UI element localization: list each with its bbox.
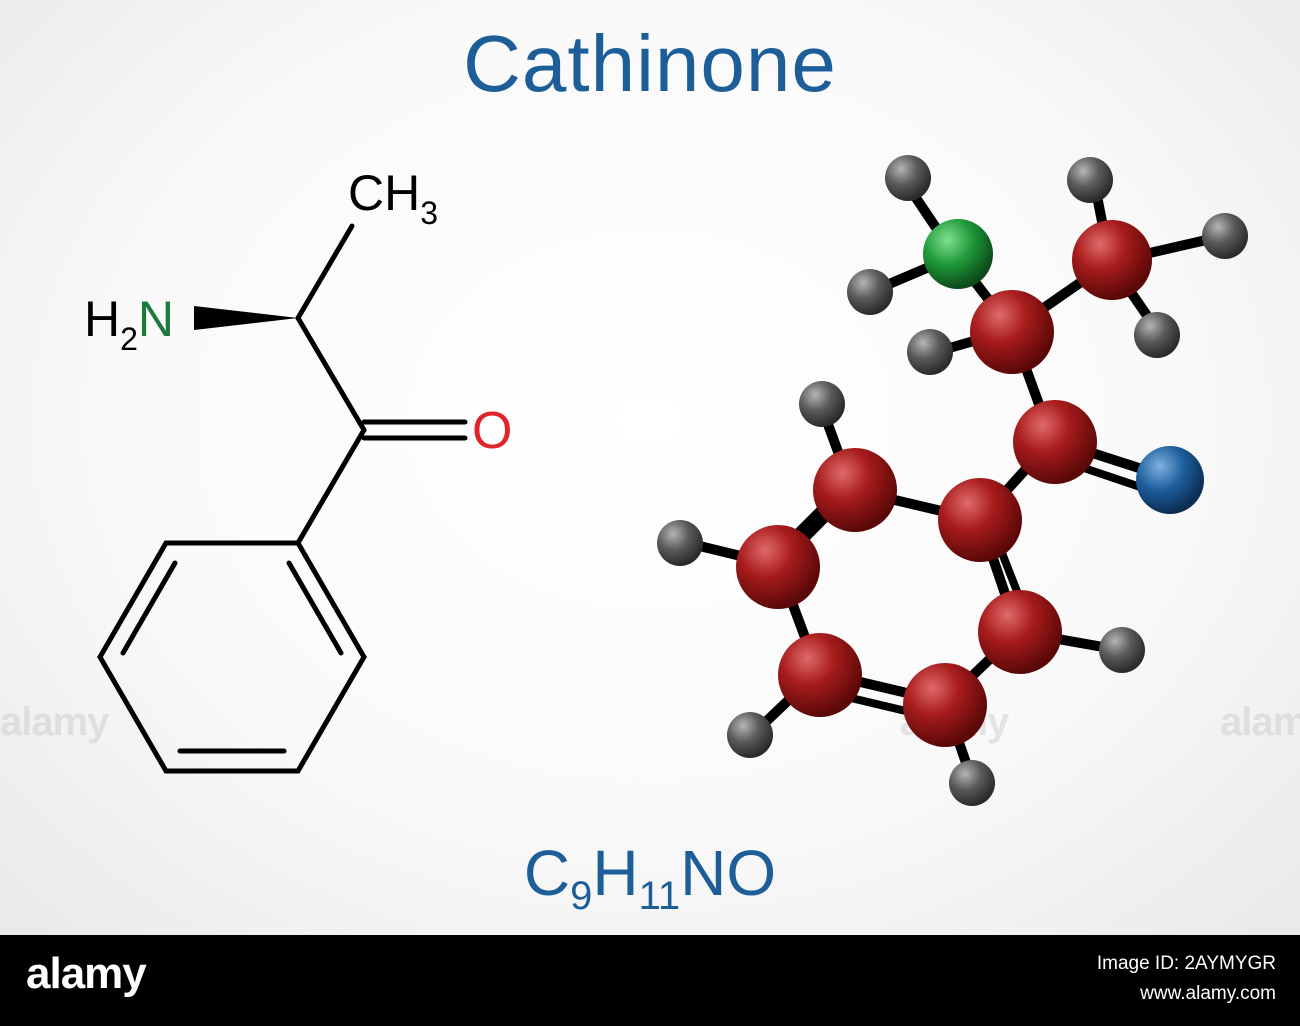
carbon-atom-ring — [778, 633, 862, 717]
hydrogen-atom — [1099, 627, 1145, 673]
hydrogen-atom — [1202, 213, 1248, 259]
hydrogen-atom — [1067, 157, 1113, 203]
bond-ch3 — [295, 223, 355, 321]
hydrogen-atom — [799, 381, 845, 427]
molecular-formula: C9H11NO — [523, 837, 777, 918]
hydrogen-atom — [1134, 312, 1180, 358]
ring-double-1 — [286, 560, 344, 656]
nitrogen-label: N — [138, 291, 174, 347]
carbon-atom-carbonyl — [1013, 400, 1097, 484]
skeletal-formula — [97, 223, 468, 774]
carbon-atom-ring — [903, 663, 987, 747]
hydrogen-atom — [727, 712, 773, 758]
image-id: Image ID: 2AYMYGR — [1096, 953, 1276, 974]
carbon-atom-methyl — [1072, 220, 1152, 300]
ring-double-3 — [120, 560, 178, 656]
carbon-atom-alpha — [970, 290, 1054, 374]
ball-and-stick-atoms — [657, 155, 1248, 806]
watermark-left: alamy — [0, 700, 109, 744]
carbon-atom-ring — [736, 525, 820, 609]
hydrogen-atom — [657, 520, 703, 566]
nh2-label: H2N — [84, 291, 174, 357]
molecule-diagram: CH3 H2N O — [84, 155, 1248, 806]
bond-carbonyl-ring — [295, 427, 367, 546]
oxygen-label: O — [472, 402, 512, 460]
hydrogen-atom — [907, 329, 953, 375]
ring-benzene — [97, 540, 367, 774]
bond-calpha-ccarbonyl — [295, 315, 367, 433]
oxygen-atom — [1136, 446, 1204, 514]
alamy-logo: alamy — [26, 949, 147, 998]
ch3-label: CH3 — [348, 165, 438, 231]
hydrogen-atom — [885, 155, 931, 201]
hydrogen-atom — [949, 760, 995, 806]
carbon-atom-ring — [813, 448, 897, 532]
carbon-atom-ring — [978, 590, 1062, 674]
hydrogen-atom — [847, 269, 893, 315]
nitrogen-atom — [923, 219, 993, 289]
wedge-bond-nh2 — [194, 306, 298, 330]
footer-url: www.alamy.com — [1140, 983, 1276, 1004]
carbon-atom-ring — [938, 478, 1022, 562]
page-title: Cathinone — [463, 19, 837, 108]
watermark-right: alamy — [1220, 700, 1300, 744]
footer-bar: alamy Image ID: 2AYMYGR www.alamy.com — [0, 935, 1300, 1026]
